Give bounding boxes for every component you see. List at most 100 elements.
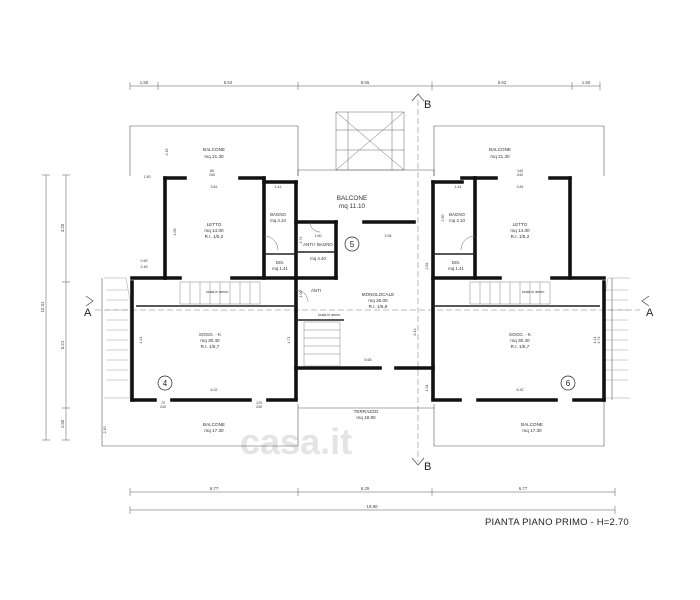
- walls: [130, 176, 606, 402]
- room-balcone-tl: BALCONE mq 21.30: [203, 147, 225, 159]
- svg-text:120: 120: [256, 401, 262, 405]
- section-arrows: [85, 93, 650, 466]
- svg-text:mq 18.90: mq 18.90: [356, 415, 376, 420]
- svg-text:BALCONE: BALCONE: [489, 147, 511, 152]
- svg-text:6.13: 6.13: [413, 329, 417, 336]
- svg-text:0.90: 0.90: [141, 259, 148, 263]
- svg-text:mq 14.00: mq 14.00: [204, 228, 224, 233]
- svg-text:BAGNO: BAGNO: [449, 212, 465, 217]
- svg-text:mq 21.30: mq 21.30: [204, 154, 224, 159]
- room-letto-left: LETTO mq 14.00 R.I. 1/5,2: [204, 222, 224, 239]
- room-sogg-right: SOGG. - K mq 30.40 R.I. 1/5,7: [509, 332, 532, 349]
- dim-top-5: 1.50: [582, 80, 591, 85]
- dim-bottom-1: 6.77: [210, 486, 219, 491]
- unit-number-left: 4: [157, 375, 173, 391]
- unit-number-right: 6: [560, 375, 576, 391]
- plan-title: PIANTA PIANO PRIMO - H=2.70: [485, 517, 629, 528]
- svg-text:6: 6: [566, 379, 571, 388]
- room-bagno-right: BAGNO mq 4.10: [449, 212, 465, 223]
- svg-text:mq 4.40: mq 4.40: [310, 256, 326, 261]
- svg-text:4: 4: [163, 379, 168, 388]
- opening-marks: 80 240 140 240 70 240 120 240: [160, 169, 523, 409]
- svg-text:R.I. 1/5,7: R.I. 1/5,7: [201, 344, 220, 349]
- svg-text:4.41: 4.41: [593, 337, 597, 344]
- svg-text:BALCONE: BALCONE: [203, 147, 225, 152]
- dim-top-2: 5.62: [224, 80, 233, 85]
- room-anti: ANTI: [311, 288, 321, 293]
- door-swings: [263, 221, 476, 303]
- svg-text:DIS.: DIS.: [276, 260, 285, 265]
- dim-left-1: 4.20: [60, 223, 65, 232]
- svg-text:5: 5: [350, 240, 355, 249]
- svg-text:mq 17.30: mq 17.30: [204, 428, 224, 433]
- svg-text:5.65: 5.65: [365, 358, 372, 362]
- svg-text:240: 240: [160, 405, 166, 409]
- svg-text:1.31: 1.31: [425, 385, 429, 392]
- room-balcone-br: BALCONE mq 17.30: [521, 422, 543, 433]
- room-sogg-left: SOGG. - K mq 30.40 R.I. 1/5,7: [199, 332, 222, 349]
- top-stair: [335, 111, 405, 171]
- svg-text:2.50: 2.50: [441, 215, 445, 222]
- svg-text:4.00: 4.00: [173, 229, 177, 236]
- dimension-lines: [42, 82, 640, 514]
- room-balcone-bl: BALCONE mq 17.30: [203, 422, 225, 433]
- svg-text:mq 4.10: mq 4.10: [270, 218, 286, 223]
- room-antibagno: ANTI+ BAGNO mq 4.40: [303, 242, 333, 261]
- svg-text:mq 21.30: mq 21.30: [490, 154, 510, 159]
- dim-top-1: 1.50: [140, 80, 149, 85]
- svg-text:2.45: 2.45: [141, 265, 148, 269]
- dim-bottom-2: 6.25: [361, 486, 370, 491]
- svg-text:240: 240: [209, 173, 215, 177]
- stair-label-right: scala in aereo: [522, 290, 544, 294]
- svg-text:mq 4.10: mq 4.10: [449, 218, 465, 223]
- svg-text:1.41: 1.41: [455, 185, 462, 189]
- svg-text:ANTI+ BAGNO: ANTI+ BAGNO: [303, 242, 333, 247]
- watermark: casa.it: [240, 421, 352, 462]
- svg-text:SOGG. - K: SOGG. - K: [509, 332, 532, 337]
- svg-text:240: 240: [256, 405, 262, 409]
- svg-text:140: 140: [517, 169, 523, 173]
- svg-text:BALCONE: BALCONE: [521, 422, 543, 427]
- room-monolocale: MONOLOCALE mq 26.00 R.I. 1/6,9: [362, 292, 394, 309]
- svg-text:2.15: 2.15: [165, 149, 169, 156]
- svg-text:70: 70: [161, 401, 165, 405]
- svg-text:mq 30.40: mq 30.40: [200, 338, 220, 343]
- svg-text:3.94: 3.94: [385, 234, 392, 238]
- svg-text:mq 14.00: mq 14.00: [510, 228, 530, 233]
- room-terrazzo: TERRAZZO mq 18.90: [354, 409, 379, 420]
- room-balcone-tr: BALCONE mq 21.30: [489, 147, 511, 159]
- room-dis-right: DIS. mq 1.41: [448, 260, 464, 271]
- svg-text:R.I. 1/5,7: R.I. 1/5,7: [511, 344, 530, 349]
- dim-left-3: 1.50: [60, 419, 65, 428]
- svg-text:ANTI: ANTI: [311, 288, 321, 293]
- dim-bottom-3: 6.77: [519, 486, 528, 491]
- section-mark-a-left: A: [84, 307, 92, 319]
- svg-text:1.41: 1.41: [275, 185, 282, 189]
- svg-text:SOGG. - K: SOGG. - K: [199, 332, 222, 337]
- svg-text:TERRAZZO: TERRAZZO: [354, 409, 379, 414]
- svg-text:mq 1.41: mq 1.41: [448, 266, 464, 271]
- dim-bottom-total: 19.80: [367, 504, 379, 509]
- svg-text:1.74: 1.74: [299, 237, 303, 244]
- svg-text:LETTO: LETTO: [513, 222, 528, 227]
- svg-text:80: 80: [210, 169, 214, 173]
- stair-label-center: scala in aereo: [318, 313, 340, 317]
- side-stairs: [104, 277, 630, 399]
- svg-text:mq 17.30: mq 17.30: [522, 428, 542, 433]
- svg-text:MONOLOCALE: MONOLOCALE: [362, 292, 394, 297]
- svg-text:6.32: 6.32: [517, 388, 524, 392]
- svg-text:240: 240: [517, 173, 523, 177]
- svg-text:1.60: 1.60: [315, 234, 322, 238]
- room-balcone-center: BALCONE mq 11.10: [337, 195, 368, 210]
- svg-text:2.10: 2.10: [103, 427, 107, 434]
- svg-text:2.84: 2.84: [425, 263, 429, 270]
- dim-left-total: 10.31: [40, 301, 45, 313]
- room-dis-left: DIS. mq 1.41: [272, 260, 288, 271]
- svg-text:3.81: 3.81: [517, 185, 524, 189]
- svg-text:3.81: 3.81: [211, 185, 218, 189]
- svg-text:BAGNO: BAGNO: [270, 212, 286, 217]
- partitions: [136, 251, 600, 321]
- svg-text:LETTO: LETTO: [207, 222, 222, 227]
- svg-text:mq 26.00: mq 26.00: [368, 298, 388, 303]
